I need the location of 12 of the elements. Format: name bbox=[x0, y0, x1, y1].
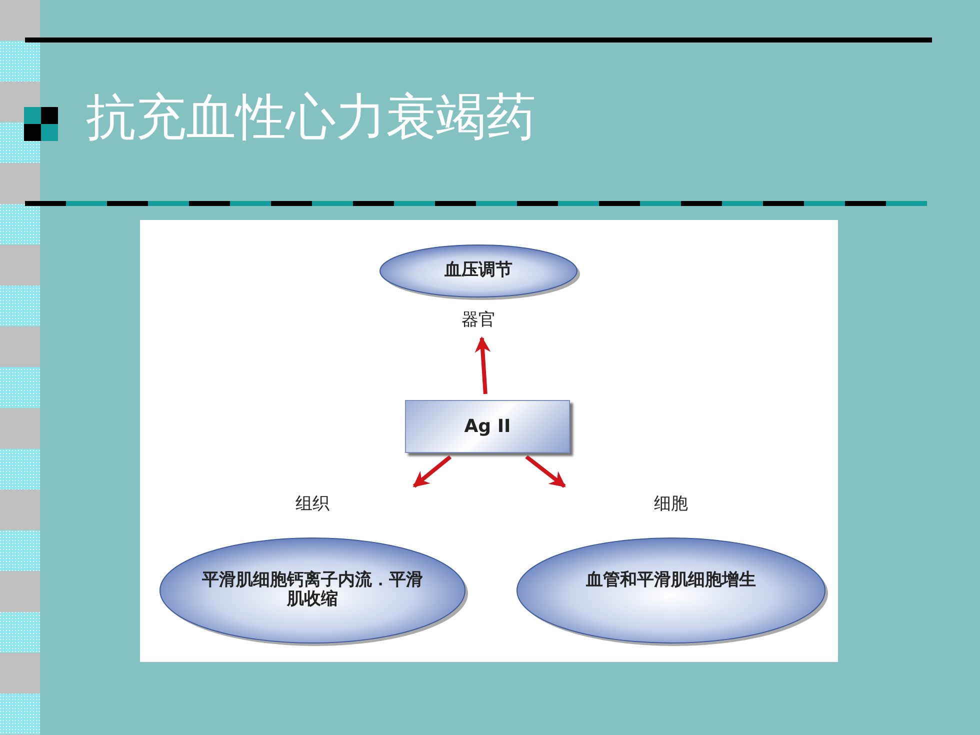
slide-title: 抗充血性心力衰竭药 bbox=[86, 90, 536, 145]
arrow bbox=[525, 455, 566, 488]
process-box bbox=[405, 400, 570, 453]
arrow bbox=[474, 336, 491, 394]
node-heading: 组织 bbox=[294, 493, 330, 515]
arrow bbox=[412, 455, 452, 488]
node-label: Ag II bbox=[463, 416, 512, 438]
node-heading: 细胞 bbox=[653, 493, 689, 515]
node-label: 血压调节 bbox=[443, 261, 514, 281]
node-heading: 器官 bbox=[460, 309, 496, 331]
node-label: 血管和平滑肌细胞增生 bbox=[584, 570, 757, 590]
node-label: 平滑肌细胞钙离子内流．平滑肌收缩 bbox=[200, 570, 424, 610]
